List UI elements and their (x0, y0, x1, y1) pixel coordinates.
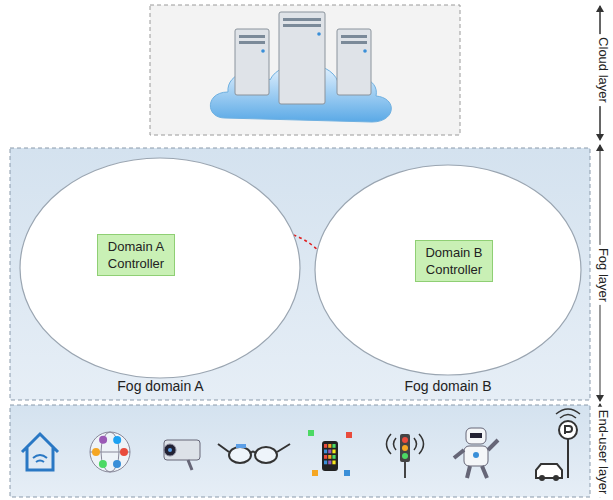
smart-glasses-icon-part (255, 447, 277, 463)
smart-glasses-icon-part (236, 444, 246, 448)
controller-label: Domain A Controller (103, 238, 169, 272)
server-tower-part (283, 18, 321, 21)
camera-icon (164, 440, 200, 470)
apps-phone-icon-part (328, 444, 331, 448)
social-media-icon (90, 432, 130, 472)
fog-panel (10, 148, 590, 400)
apps-phone-icon-part (324, 455, 327, 459)
server-tower (337, 29, 371, 95)
apps-phone-icon (308, 430, 352, 476)
social-media-icon-part (92, 448, 100, 456)
robot-icon-part (466, 428, 486, 444)
controller-label: Domain B Controller (421, 244, 487, 278)
server-tower-part (261, 49, 265, 53)
traffic-light-icon-part (402, 445, 408, 451)
server-tower-part (235, 29, 269, 95)
social-media-icon-part (113, 460, 121, 468)
apps-phone-icon-part (346, 432, 352, 438)
domain-ellipse (315, 165, 581, 375)
smart-home-icon (22, 434, 58, 470)
server-tower-part (341, 35, 367, 38)
server-tower-part (239, 35, 265, 38)
apps-phone-icon-part (332, 461, 335, 465)
icon-group (22, 12, 580, 481)
social-media-icon-part (113, 436, 121, 444)
apps-phone-icon-part (324, 461, 327, 465)
apps-phone-icon-part (312, 470, 318, 476)
camera-icon-part (164, 444, 176, 456)
social-media-icon-part (90, 432, 130, 472)
smart-glasses-icon-part (218, 444, 290, 453)
apps-phone-icon-part (324, 450, 327, 454)
apps-phone-icon-part (328, 461, 331, 465)
apps-phone-icon-part (332, 444, 335, 448)
traffic-light-icon-part (402, 437, 408, 443)
smart-glasses-icon-part (229, 447, 251, 463)
server-tower-part (337, 29, 371, 95)
traffic-light-icon (387, 434, 424, 478)
domain-ellipse (20, 158, 300, 378)
apps-phone-icon-part (344, 470, 350, 476)
apps-phone-icon-part (332, 450, 335, 454)
cloud-panel (150, 5, 460, 135)
camera-icon-part (168, 448, 172, 452)
parking-icon-part (567, 439, 569, 478)
traffic-light-icon-part (400, 434, 410, 462)
camera-icon-part (164, 440, 200, 460)
robot-icon-part (470, 433, 482, 438)
server-tower-part (317, 32, 321, 36)
apps-phone-icon-part (332, 455, 335, 459)
parking-icon (536, 409, 580, 481)
controller-box: Domain A Controller (97, 234, 175, 276)
layer-label: Fog layer (596, 245, 611, 305)
server-tower-part (363, 49, 367, 53)
social-media-icon-part (99, 460, 107, 468)
robot-icon-part (473, 452, 479, 458)
controller-box: Domain B Controller (415, 240, 493, 282)
apps-phone-icon-part (328, 450, 331, 454)
robot-icon-part (464, 446, 488, 466)
server-tower-part (239, 41, 265, 44)
server-tower-part (341, 41, 367, 44)
apps-phone-icon-part (308, 430, 314, 436)
domain-label: Fog domain B (313, 378, 583, 394)
smart-home-icon-part (33, 455, 47, 462)
server-tower (279, 12, 325, 104)
camera-icon-part (188, 460, 192, 470)
server-tower-part (283, 24, 321, 27)
parking-icon-part (556, 409, 580, 418)
smart-glasses-icon (218, 444, 290, 463)
robot-icon-part (454, 440, 498, 478)
parking-icon-part (565, 426, 572, 434)
parking-icon-part (553, 475, 559, 481)
parking-icon-part (559, 421, 577, 439)
domain-label: Fog domain A (18, 378, 303, 394)
apps-phone-icon-part (322, 441, 338, 471)
traffic-light-icon-part (402, 453, 408, 459)
server-tower-part (279, 12, 325, 104)
parking-icon-part (539, 475, 545, 481)
robot-icon (454, 428, 498, 478)
fog-domain: Fog domain B Domain B Controller (313, 162, 583, 394)
fog-domain: Fog domain A Domain A Controller (18, 156, 303, 394)
smart-home-icon-part (22, 434, 58, 470)
server-tower (235, 29, 269, 95)
social-media-icon-part (120, 448, 128, 456)
layer-label: End-user layer (596, 407, 611, 498)
layer-label: Cloud layer (596, 34, 611, 106)
apps-phone-icon-part (324, 444, 327, 448)
social-media-icon-part (99, 436, 107, 444)
apps-phone-icon-part (328, 455, 331, 459)
end-user-panel (10, 405, 590, 497)
traffic-light-icon-part (404, 462, 406, 478)
